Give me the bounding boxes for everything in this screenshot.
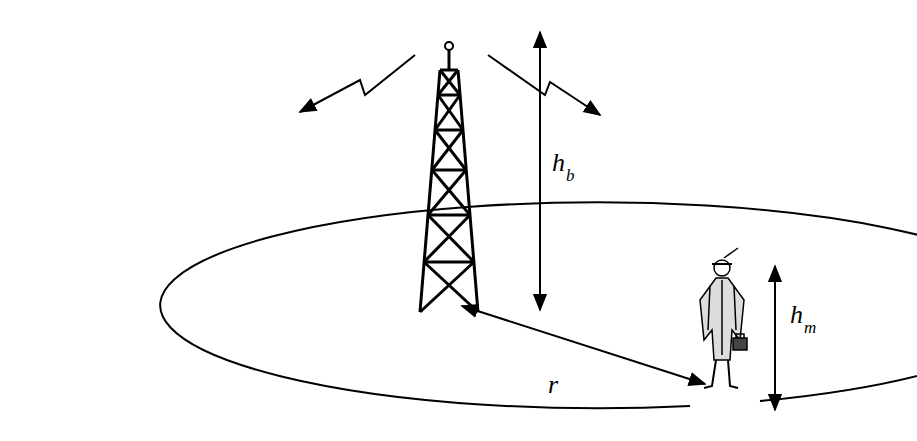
height-symbol: h xyxy=(790,302,803,328)
height-subscript: m xyxy=(804,319,816,336)
height-arrow xyxy=(539,32,541,310)
mobile-user xyxy=(700,248,747,388)
radio-wave xyxy=(300,55,415,112)
distance-symbol: r xyxy=(548,372,558,398)
distance-arrow xyxy=(462,306,705,384)
radio-wave xyxy=(488,55,600,115)
height-subscript: b xyxy=(566,167,575,184)
tower xyxy=(420,42,478,312)
coverage-ellipse xyxy=(160,202,917,408)
height-symbol: h xyxy=(552,150,565,176)
height-arrow xyxy=(774,266,776,410)
